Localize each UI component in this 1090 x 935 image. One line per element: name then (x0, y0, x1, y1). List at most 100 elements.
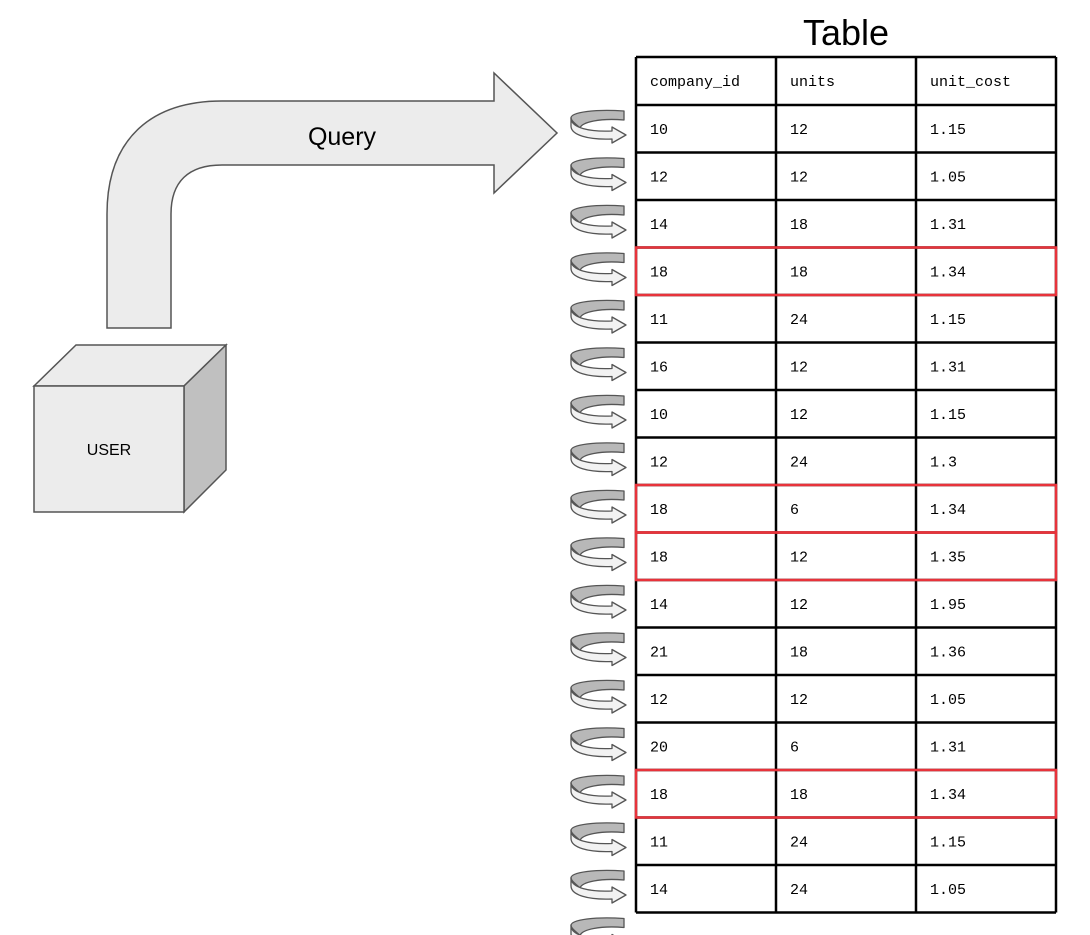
spiral-arrow (570, 442, 627, 477)
table-cell: 16 (650, 359, 668, 376)
spiral-front-band (570, 212, 627, 239)
spiral-front-band (570, 782, 627, 809)
spiral-arrow (570, 679, 627, 714)
user-label: USER (87, 442, 131, 459)
table-cell: 18 (650, 787, 668, 804)
table-cell: 1.95 (930, 597, 966, 614)
spiral-arrow (570, 822, 627, 857)
spiral-back-band (570, 917, 625, 935)
table-cell: 12 (650, 692, 668, 709)
spiral-arrow (570, 727, 627, 762)
table-cell: 6 (790, 502, 799, 519)
query-arrow-shape (106, 71, 559, 329)
table-cell: 12 (790, 122, 808, 139)
table-cell: 1.31 (930, 359, 966, 376)
spiral-back-band (570, 394, 625, 414)
column-header-unit-cost: unit_cost (930, 74, 1011, 91)
table-cell: 12 (790, 597, 808, 614)
table-row: 10 12 1.15 (650, 407, 966, 424)
spiral-arrow (570, 774, 627, 809)
query-arrow: Query (106, 71, 559, 329)
table-cell: 1.15 (930, 122, 966, 139)
table-cell: 1.05 (930, 882, 966, 899)
table-cell: 20 (650, 739, 668, 756)
spiral-front-band (570, 402, 627, 429)
spiral-back-band (570, 679, 625, 699)
spiral-arrow (570, 632, 627, 667)
spiral-front-band (570, 259, 627, 287)
row-highlight (634, 246, 1058, 297)
table-cell: 18 (650, 264, 668, 281)
spiral-front-band (570, 164, 627, 192)
table-cell: 1.36 (930, 644, 966, 661)
table-cell: 1.15 (930, 407, 966, 424)
user-cube-front (33, 385, 185, 513)
table-row: 18 18 1.34 (650, 787, 966, 804)
spiral-back-band (570, 109, 625, 129)
spiral-back-band (570, 727, 625, 747)
spiral-front-band (570, 734, 627, 762)
spiral-back-band (570, 299, 625, 319)
table-cell: 12 (650, 169, 668, 186)
spiral-front-band (570, 544, 627, 572)
spiral-arrow (570, 157, 627, 192)
row-highlight (634, 531, 1058, 582)
spiral-arrow (570, 347, 627, 382)
column-header-company-id: company_id (650, 74, 740, 91)
table-cell: 18 (790, 787, 808, 804)
spiral-front-band (570, 354, 627, 382)
table-cell: 1.3 (930, 454, 957, 471)
spiral-back-band (570, 869, 625, 889)
table-cell: 18 (790, 264, 808, 281)
table-cell: 24 (790, 834, 808, 851)
table-cell: 24 (790, 454, 808, 471)
table-cell: 10 (650, 122, 668, 139)
table-cell: 1.34 (930, 264, 966, 281)
spiral-arrow (570, 489, 627, 524)
table-row: 14 12 1.95 (650, 597, 966, 614)
table-cell: 12 (790, 549, 808, 566)
spiral-arrow (570, 584, 627, 619)
table-cell: 1.35 (930, 549, 966, 566)
spiral-back-band (570, 442, 625, 462)
table-cell: 14 (650, 217, 668, 234)
scan-spiral (570, 109, 627, 935)
column-header-units: units (790, 74, 835, 91)
user-cube: USER (32, 343, 228, 514)
spiral-back-band (570, 774, 625, 794)
table-cell: 1.31 (930, 217, 966, 234)
table-cell: 18 (650, 549, 668, 566)
spiral-arrow (570, 252, 627, 287)
table-cell: 10 (650, 407, 668, 424)
table-cell: 1.05 (930, 692, 966, 709)
spiral-back-band (570, 584, 625, 604)
table-cell: 1.34 (930, 787, 966, 804)
row-highlight (634, 483, 1058, 534)
query-label: Query (308, 123, 377, 151)
table-cell: 12 (790, 692, 808, 709)
table-cell: 14 (650, 597, 668, 614)
data-table: company_id units unit_cost 10 12 1.15 12 12 1.05… (634, 55, 1058, 914)
spiral-front-band (570, 117, 627, 144)
spiral-arrow (570, 109, 627, 144)
spiral-back-band (570, 157, 625, 177)
table-cell: 12 (790, 407, 808, 424)
table-row: 10 12 1.15 (650, 122, 966, 139)
spiral-back-band (570, 537, 625, 557)
spiral-back-band (570, 347, 625, 367)
table-title: Table (803, 12, 889, 53)
spiral-back-band (570, 204, 625, 224)
spiral-back-band (570, 822, 625, 842)
spiral-arrow (570, 394, 627, 429)
spiral-front-band (570, 592, 627, 619)
spiral-back-band (570, 489, 625, 509)
